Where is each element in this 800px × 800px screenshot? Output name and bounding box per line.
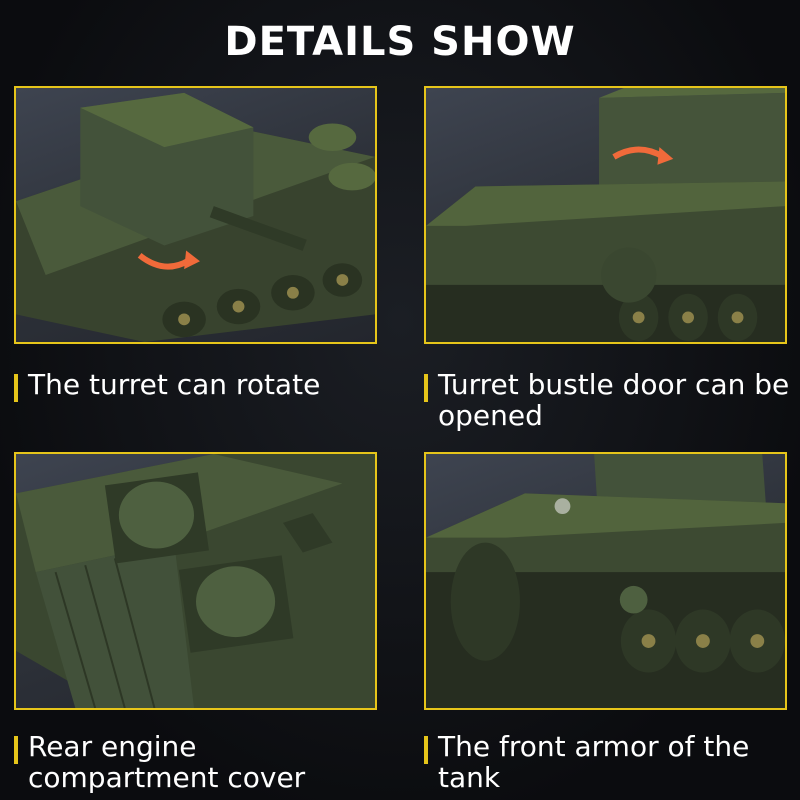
caption-accent-bar — [14, 736, 18, 764]
front-armor-image — [424, 452, 787, 710]
caption-accent-bar — [14, 374, 18, 402]
caption-text: Rear engine compartment cover — [28, 730, 306, 794]
page-title: DETAILS SHOW — [224, 19, 576, 65]
rear-engine-cover-image — [14, 452, 377, 710]
caption-accent-bar — [424, 374, 428, 402]
caption-turret-rotate: The turret can rotate — [14, 368, 384, 402]
turret-bustle-door-image — [424, 86, 787, 344]
caption-text: The turret can rotate — [28, 368, 321, 401]
caption-text: The front armor of the tank — [438, 730, 750, 794]
caption-text: Turret bustle door can be opened — [438, 368, 790, 432]
caption-front-armor: The front armor of the tank — [424, 731, 794, 793]
caption-bustle-door: Turret bustle door can be opened — [424, 369, 794, 431]
caption-accent-bar — [424, 736, 428, 764]
caption-engine-cover: Rear engine compartment cover — [14, 731, 384, 793]
turret-rotation-image — [14, 86, 377, 344]
